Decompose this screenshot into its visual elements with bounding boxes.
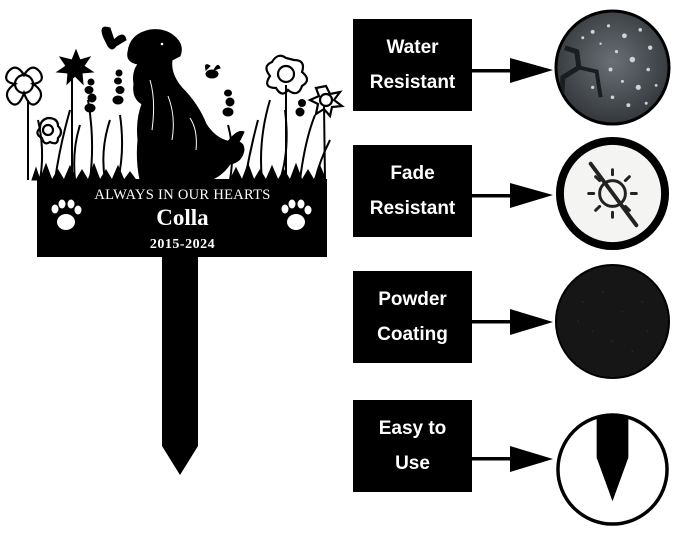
memorial-plaque: [37, 179, 327, 257]
memorial-stake-illustration: [5, 26, 345, 475]
stake-tip-icon: [556, 413, 669, 526]
paw-print-icon: [51, 199, 82, 230]
feature-label-line2: Resistant: [369, 198, 456, 219]
wildflowers-decoration: [5, 26, 345, 182]
feature-label-line2: Coating: [377, 324, 448, 345]
water-droplets-texture: [554, 9, 671, 126]
feature-label-line1: Powder: [378, 289, 447, 310]
powder-coating-texture: [554, 263, 671, 380]
arrow-right-icon: [472, 446, 553, 472]
paw-print-icon: [281, 199, 312, 230]
arrow-right-icon: [472, 183, 553, 208]
plaque-inscription: ALWAYS IN OUR HEARTS: [94, 187, 271, 203]
feature-water-resistant: Water Resistant: [353, 19, 472, 111]
no-sun-icon: [555, 136, 670, 251]
feature-label-line2: Use: [395, 453, 430, 474]
feature-easy-to-use: Easy to Use: [353, 400, 472, 492]
feature-label-line2: Resistant: [369, 72, 456, 93]
arrow-right-icon: [472, 58, 553, 83]
feature-powder-coating: Powder Coating: [353, 271, 472, 363]
feature-fade-resistant: Fade Resistant: [353, 145, 472, 237]
feature-label-line1: Water: [386, 37, 439, 58]
stake-spike: [162, 257, 198, 475]
feature-label-line1: Fade: [390, 163, 435, 184]
feature-label-line1: Easy to: [378, 418, 447, 439]
plaque-pet-name: Colla: [156, 205, 209, 230]
arrow-right-icon: [472, 309, 553, 335]
plaque-years: 2015-2024: [149, 237, 216, 252]
